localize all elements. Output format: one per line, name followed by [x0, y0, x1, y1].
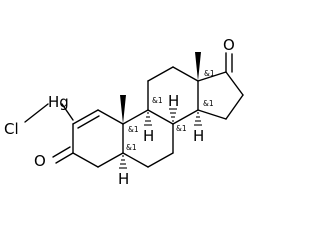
bond-c4-c5 — [97, 152, 124, 168]
atom-labels: Hg Cl O O H H H H — [4, 36, 235, 188]
bond-c10-c9 — [122, 109, 149, 125]
c5-stereo-label: &1 — [126, 143, 137, 152]
bond-c13-c17 — [197, 71, 227, 82]
chlorine-atom-label: Cl — [4, 120, 19, 138]
bond-hg-c2 — [61, 103, 74, 121]
bond-c1-c2-double — [77, 115, 100, 129]
bond-c17-c16 — [225, 71, 244, 96]
bond-c7-c6 — [147, 152, 174, 168]
bond-c12-c13 — [172, 66, 199, 82]
bond-c15-c14 — [197, 109, 227, 120]
bond-c3-o-double — [52, 146, 71, 158]
bond-c11-c12 — [147, 66, 174, 82]
bond-c14-c8 — [172, 109, 199, 125]
c5-hydrogen-label: H — [118, 170, 129, 188]
bond-c9-c8 — [147, 109, 174, 125]
stereo-wedges — [120, 52, 201, 124]
bond-c1-c2 — [72, 109, 99, 125]
bond-c1-c10 — [97, 109, 124, 125]
bond-lines — [24, 52, 244, 168]
chemical-structure: Hg Cl O O H H H H &1 &1 &1 &1 &1 &1 — [4, 36, 244, 188]
bond-c6-c5 — [122, 152, 149, 168]
wedge-c10-methyl — [120, 95, 126, 124]
wedge-c13-methyl — [195, 52, 201, 81]
stereo-descriptor-labels: &1 &1 &1 &1 &1 &1 — [126, 69, 215, 152]
c14-stereo-label: &1 — [203, 99, 214, 108]
c10-stereo-label: &1 — [128, 125, 139, 134]
c8-stereo-label: &1 — [176, 124, 187, 133]
bond-c3-c4 — [72, 152, 99, 168]
stereo-hashes — [119, 108, 202, 169]
hash-c5-h — [119, 155, 127, 169]
hash-c8-h — [169, 108, 177, 122]
c8-hydrogen-label: H — [168, 92, 179, 110]
c14-hydrogen-label: H — [193, 127, 204, 145]
c9-hydrogen-label: H — [143, 127, 154, 145]
c9-stereo-label: &1 — [152, 96, 163, 105]
bond-cl-hg — [24, 103, 49, 123]
ring-a-ketone-oxygen-label: O — [34, 152, 46, 170]
hash-c9-h — [144, 112, 152, 126]
bond-c16-c15 — [225, 94, 244, 120]
ring-d-ketone-oxygen-label: O — [223, 36, 235, 54]
c13-stereo-label: &1 — [204, 69, 215, 78]
mercury-atom-label: Hg — [48, 93, 69, 111]
hash-c14-h — [194, 112, 202, 126]
bond-c3-o — [55, 152, 74, 164]
